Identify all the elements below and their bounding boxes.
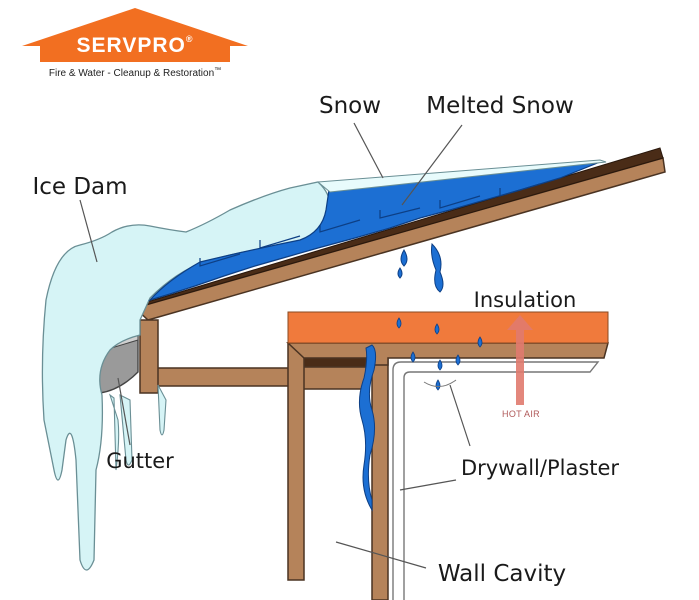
snow-leader bbox=[353, 122, 384, 179]
fascia-board bbox=[139, 319, 159, 394]
logo-brand-text: SERVPRO® bbox=[77, 34, 194, 57]
ceiling-joist-left bbox=[149, 367, 301, 387]
top-plate-lower bbox=[302, 366, 367, 390]
hot-air-arrow bbox=[507, 315, 533, 405]
logo-roof-shape bbox=[22, 8, 248, 62]
snow-layer bbox=[316, 159, 607, 193]
gutter-label: Gutter bbox=[106, 449, 174, 473]
wall-stud-left bbox=[287, 342, 305, 581]
insulation-layer bbox=[287, 311, 609, 344]
servpro-logo: SERVPRO® Fire & Water - Cleanup & Restor… bbox=[22, 8, 248, 79]
hot-air-label: HOT AIR bbox=[502, 409, 540, 419]
snow-label: Snow bbox=[319, 93, 381, 119]
insulation-label: Insulation bbox=[474, 288, 577, 312]
drywall-stain-leader bbox=[449, 384, 471, 447]
melted-snow-water bbox=[148, 161, 601, 302]
water-in-wall bbox=[358, 344, 377, 512]
water-drops-ceiling bbox=[396, 317, 483, 391]
wall-cavity-leader bbox=[335, 541, 427, 569]
drywall-stain bbox=[423, 379, 457, 387]
gutter-leader bbox=[117, 377, 131, 446]
wall-stud-right bbox=[371, 342, 389, 600]
ice-dam-label: Ice Dam bbox=[32, 174, 127, 200]
melted-snow-label: Melted Snow bbox=[426, 93, 574, 119]
drywall-panel bbox=[392, 361, 600, 600]
drywall-leader bbox=[399, 479, 457, 491]
roof-leak-drips bbox=[397, 242, 444, 293]
logo-tagline: Fire & Water - Cleanup & Restoration™ bbox=[49, 67, 221, 79]
melted-snow-leader bbox=[401, 124, 463, 206]
drywall-label: Drywall/Plaster bbox=[461, 456, 619, 480]
wall-cavity-label: Wall Cavity bbox=[438, 561, 566, 587]
melt-steps bbox=[199, 183, 541, 267]
ice-dam-leader bbox=[79, 199, 98, 263]
icicles bbox=[108, 384, 167, 471]
